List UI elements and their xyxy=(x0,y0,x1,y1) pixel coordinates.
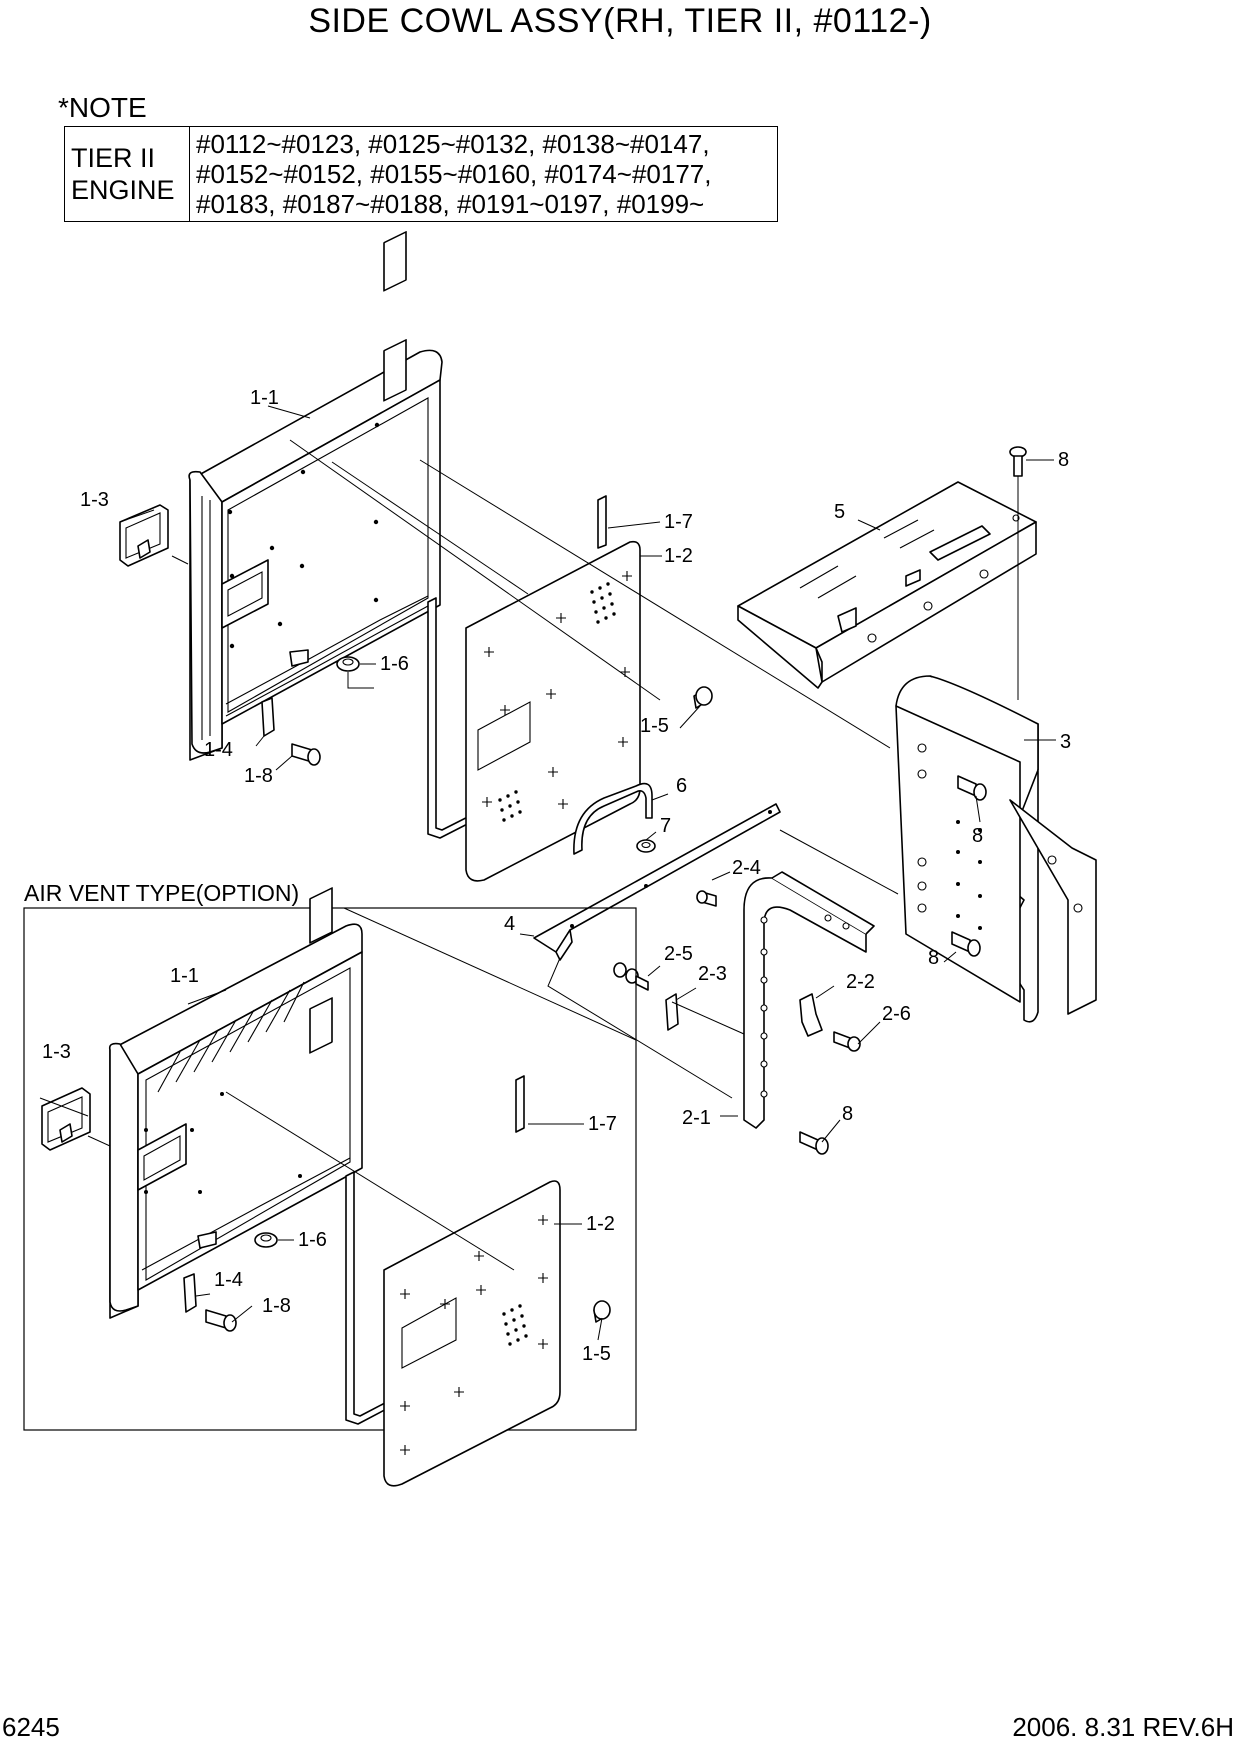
seal-strip-upper xyxy=(515,1075,525,1133)
callout-1-4: 1-4 xyxy=(204,739,233,761)
bolt-part xyxy=(833,1031,861,1052)
bolt-part xyxy=(1009,446,1027,477)
callout-2-4: 2-4 xyxy=(732,857,761,879)
callout-1-5: 1-5 xyxy=(640,715,669,737)
page-number: 6245 xyxy=(2,1712,60,1742)
callout-2-6: 2-6 xyxy=(882,1003,911,1025)
callout-8: 8 xyxy=(928,947,939,969)
callout-8: 8 xyxy=(1058,449,1069,471)
note-table: TIER II ENGINE #0112~#0123, #0125~#0132,… xyxy=(64,126,778,222)
callout-1-6: 1-6 xyxy=(298,1229,327,1251)
callout-1-1: 1-1 xyxy=(250,387,279,409)
callout-8: 8 xyxy=(972,825,983,847)
callout-1-7: 1-7 xyxy=(588,1113,617,1135)
callout-1-4: 1-4 xyxy=(214,1269,243,1291)
note-value-line: #0112~#0123, #0125~#0132, #0138~#0147, xyxy=(196,129,710,159)
side-bracket-part xyxy=(895,675,1097,1023)
bolt-part xyxy=(951,931,981,957)
callout-6: 6 xyxy=(676,775,687,797)
callout-2-2: 2-2 xyxy=(846,971,875,993)
callout-2-5: 2-5 xyxy=(664,943,693,965)
callout-1-8: 1-8 xyxy=(262,1295,291,1317)
callout-1-3: 1-3 xyxy=(42,1041,71,1063)
grommet-part xyxy=(336,656,360,672)
note-key-cell: TIER II ENGINE xyxy=(64,126,190,222)
note-key-line: TIER II xyxy=(71,143,156,173)
bolt-part xyxy=(613,962,649,991)
note-value-line: #0183, #0187~#0188, #0191~0197, #0199~ xyxy=(196,189,705,219)
callout-labels: 1-1 1-3 1-7 1-2 1-6 1-5 1-4 1-8 8 5 3 8 … xyxy=(42,387,1071,1365)
page-title: SIDE COWL ASSY(RH, TIER II, #0112-) xyxy=(308,2,932,40)
vent-hinge-upper xyxy=(309,887,333,944)
callout-1-3: 1-3 xyxy=(80,489,109,511)
washer-part xyxy=(636,839,656,853)
note-value-line: #0152~#0152, #0155~#0160, #0174~#0177, xyxy=(196,159,712,189)
latch-part xyxy=(41,1087,91,1151)
note-key-line: ENGINE xyxy=(71,175,175,205)
callout-1-1: 1-1 xyxy=(170,965,199,987)
door-panel-part xyxy=(465,540,641,882)
hinge-bracket-part xyxy=(261,697,275,737)
bolt-part xyxy=(205,1309,237,1332)
callout-4: 4 xyxy=(504,913,515,935)
vent-door-frame-part xyxy=(108,887,363,1319)
vent-hinge-lower xyxy=(309,997,333,1054)
grommet-part xyxy=(254,1232,278,1248)
bolt-part xyxy=(291,743,321,766)
latch-part xyxy=(119,504,169,567)
leader-lines xyxy=(39,405,1056,1341)
callout-7: 7 xyxy=(660,815,671,837)
bolt-part xyxy=(696,890,717,907)
support-bar-part xyxy=(533,803,781,961)
note-heading: *NOTE xyxy=(58,92,147,123)
callout-1-7: 1-7 xyxy=(664,511,693,533)
hinge-lower xyxy=(383,339,407,402)
clip-part xyxy=(799,993,823,1037)
knob-part xyxy=(693,686,713,709)
revision-date: 2006. 8.31 REV.6H xyxy=(1012,1712,1234,1742)
callout-1-6: 1-6 xyxy=(380,653,409,675)
support-frame-part xyxy=(743,871,875,1129)
callout-2-1: 2-1 xyxy=(682,1107,711,1129)
callout-1-2: 1-2 xyxy=(586,1213,615,1235)
hinge-upper xyxy=(383,231,407,292)
door-frame-part xyxy=(188,231,443,761)
callout-1-5: 1-5 xyxy=(582,1343,611,1365)
hinge-bracket-part xyxy=(183,1273,197,1313)
vent-door-panel-part xyxy=(383,1180,561,1487)
handle-part xyxy=(573,782,653,855)
callout-3: 3 xyxy=(1060,731,1071,753)
seal-strip-upper xyxy=(597,495,607,549)
callout-2-3: 2-3 xyxy=(698,963,727,985)
bolt-part xyxy=(957,775,987,801)
mounting-plate-part xyxy=(737,481,1037,689)
option-label: AIR VENT TYPE(OPTION) xyxy=(24,880,300,906)
note-value-cell: #0112~#0123, #0125~#0132, #0138~#0147, #… xyxy=(189,126,778,222)
callout-1-2: 1-2 xyxy=(664,545,693,567)
callout-1-8: 1-8 xyxy=(244,765,273,787)
bolt-part xyxy=(799,1131,829,1155)
callout-8: 8 xyxy=(842,1103,853,1125)
knob-part xyxy=(593,1300,611,1323)
callout-5: 5 xyxy=(834,501,845,523)
